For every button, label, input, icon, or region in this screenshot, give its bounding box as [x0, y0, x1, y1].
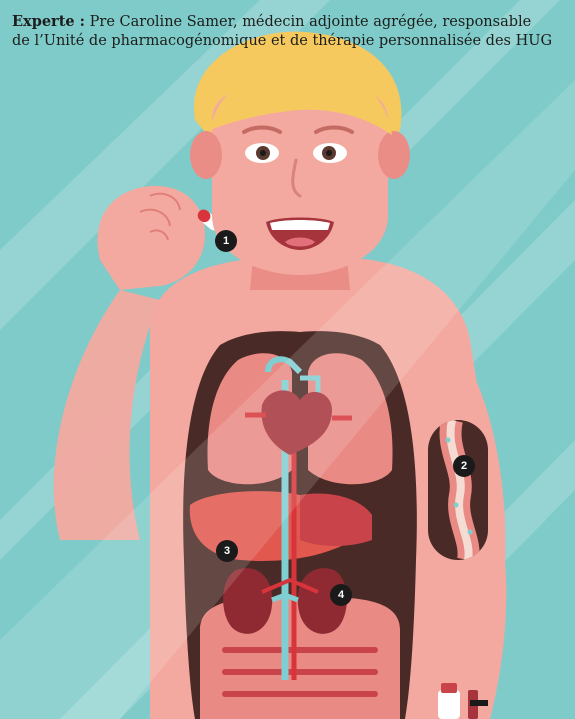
right-eye — [313, 143, 347, 163]
expert-caption: Experte : Pre Caroline Samer, médecin ad… — [12, 12, 564, 51]
caption-label: Experte : — [12, 13, 85, 30]
marker-3[interactable]: 3 — [216, 540, 238, 562]
caption-text-1: Pre Caroline Samer, médecin adjointe agr… — [85, 14, 531, 30]
caption-line-1: Experte : Pre Caroline Samer, médecin ad… — [12, 12, 564, 32]
cream-tube-icon — [438, 683, 460, 719]
left-eye — [245, 143, 279, 163]
marker-1[interactable]: 1 — [215, 230, 237, 252]
caption-text-2: de l’Unité de pharmacogénomique et de th… — [12, 32, 564, 51]
marker-4[interactable]: 4 — [330, 584, 352, 606]
marker-2[interactable]: 2 — [453, 455, 475, 477]
arm-vein-cutaway — [428, 420, 488, 560]
